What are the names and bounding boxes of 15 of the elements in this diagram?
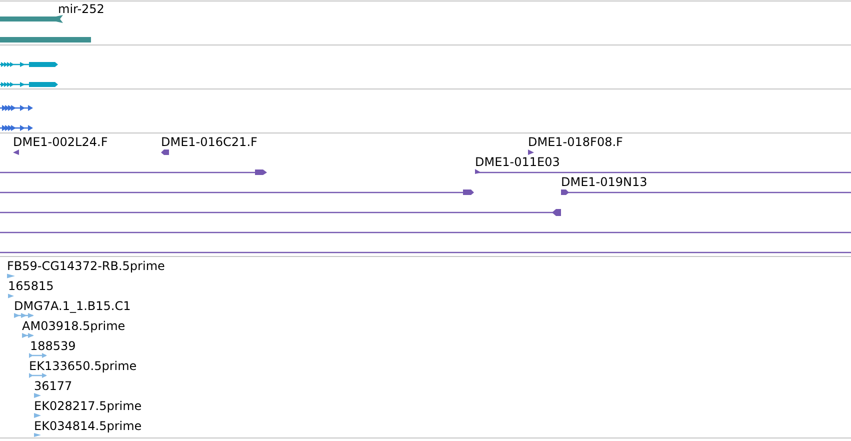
feature-label: mir-252: [58, 2, 104, 16]
feature-label: AM03918.5prime: [22, 319, 126, 333]
feature-label: DME1-018F08.F: [528, 135, 623, 149]
feature-label: DMG7A.1_1.B15.C1: [14, 299, 131, 313]
feature-label: DME1-016C21.F: [161, 135, 258, 149]
feature-label: DME1-002L24.F: [13, 135, 108, 149]
feature-label: DME1-011E03: [475, 155, 560, 169]
feature-label: EK028217.5prime: [34, 399, 142, 413]
feature-label: 188539: [30, 339, 76, 353]
feature-label: FB59-CG14372-RB.5prime: [7, 259, 165, 273]
feature-label: DME1-019N13: [561, 175, 648, 189]
feature-label: 36177: [34, 379, 72, 393]
feature-label: 165815: [8, 279, 54, 293]
feature-label: EK133650.5prime: [29, 359, 137, 373]
feature-label: EK034814.5prime: [34, 419, 142, 433]
